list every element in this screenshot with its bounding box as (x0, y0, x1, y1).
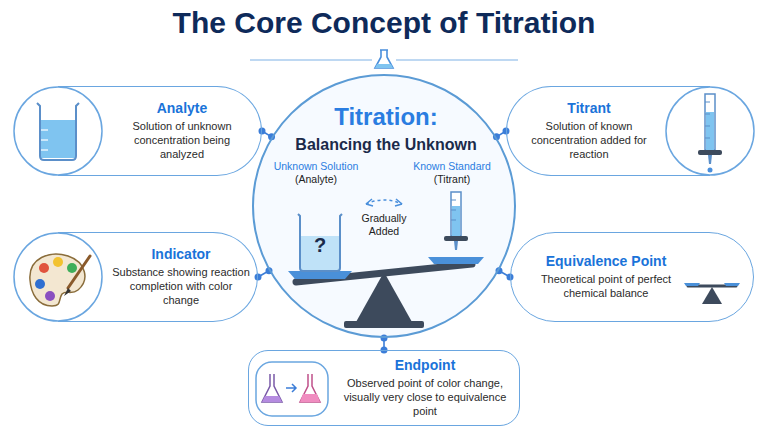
connector-dot (266, 267, 273, 274)
node-heading: Indicator (112, 246, 250, 264)
diagram-label: (Titrant) (404, 173, 500, 186)
diagram-label: ? (305, 233, 335, 257)
burette-icon (666, 87, 754, 175)
connector-dot (493, 133, 500, 140)
term-box: TitrantSolution of known concentration a… (506, 86, 710, 176)
node-body: Observed point of color change, visually… (335, 377, 515, 418)
node-heading: Equivalence Point (525, 253, 687, 271)
diagram-label: Gradually Added (353, 212, 415, 237)
node-text: Equivalence PointTheoretical point of pe… (525, 253, 687, 301)
connector-dot (381, 335, 388, 342)
node-body: Balancing the Unknown (284, 135, 488, 155)
node-body: Theoretical point of perfect chemical ba… (525, 273, 687, 301)
connector-dot (255, 274, 262, 281)
node-text: AnalyteSolution of unknown concentration… (112, 100, 252, 162)
flasks-icon (256, 362, 328, 416)
term-box: IndicatorSubstance showing reaction comp… (58, 232, 258, 322)
term-box: AnalyteSolution of unknown concentration… (58, 86, 262, 176)
node-heading: Titrant (517, 100, 661, 118)
node-text: IndicatorSubstance showing reaction comp… (112, 246, 250, 308)
diagram-label: (Analyte) (268, 173, 364, 186)
concept-ground (253, 75, 515, 337)
connector-dot (495, 267, 502, 274)
diagram-label: Unknown Solution (268, 160, 364, 173)
concept-circle: Titration: Balancing the Unknown (252, 74, 516, 338)
node-heading: Endpoint (335, 357, 515, 375)
palette-icon (14, 233, 102, 321)
node-body: Substance showing reaction completion wi… (112, 266, 250, 307)
diagram-title: The Core Concept of Titration (0, 6, 768, 40)
node-heading: Titration: (284, 102, 488, 132)
node-body: Solution of known concentration added fo… (517, 120, 661, 161)
node-heading: Analyte (112, 100, 252, 118)
node-text: EndpointObserved point of color change, … (335, 357, 515, 419)
term-box: Equivalence PointTheoretical point of pe… (510, 232, 754, 322)
header-rule (396, 59, 518, 61)
term-box: EndpointObserved point of color change, … (248, 350, 520, 426)
connector-dot (259, 128, 266, 135)
flask-icon (375, 50, 393, 68)
beaker-icon (14, 87, 102, 175)
connector-dot (268, 133, 275, 140)
node-text: TitrantSolution of known concentration a… (517, 100, 661, 162)
header-rule (250, 59, 372, 61)
balance-illustration (288, 192, 484, 328)
seesaw-icon (684, 283, 740, 304)
diagram-label: Known Standard (404, 160, 500, 173)
node-text: Titration: Balancing the Unknown (284, 102, 488, 155)
node-body: Solution of unknown concentration being … (112, 120, 252, 161)
